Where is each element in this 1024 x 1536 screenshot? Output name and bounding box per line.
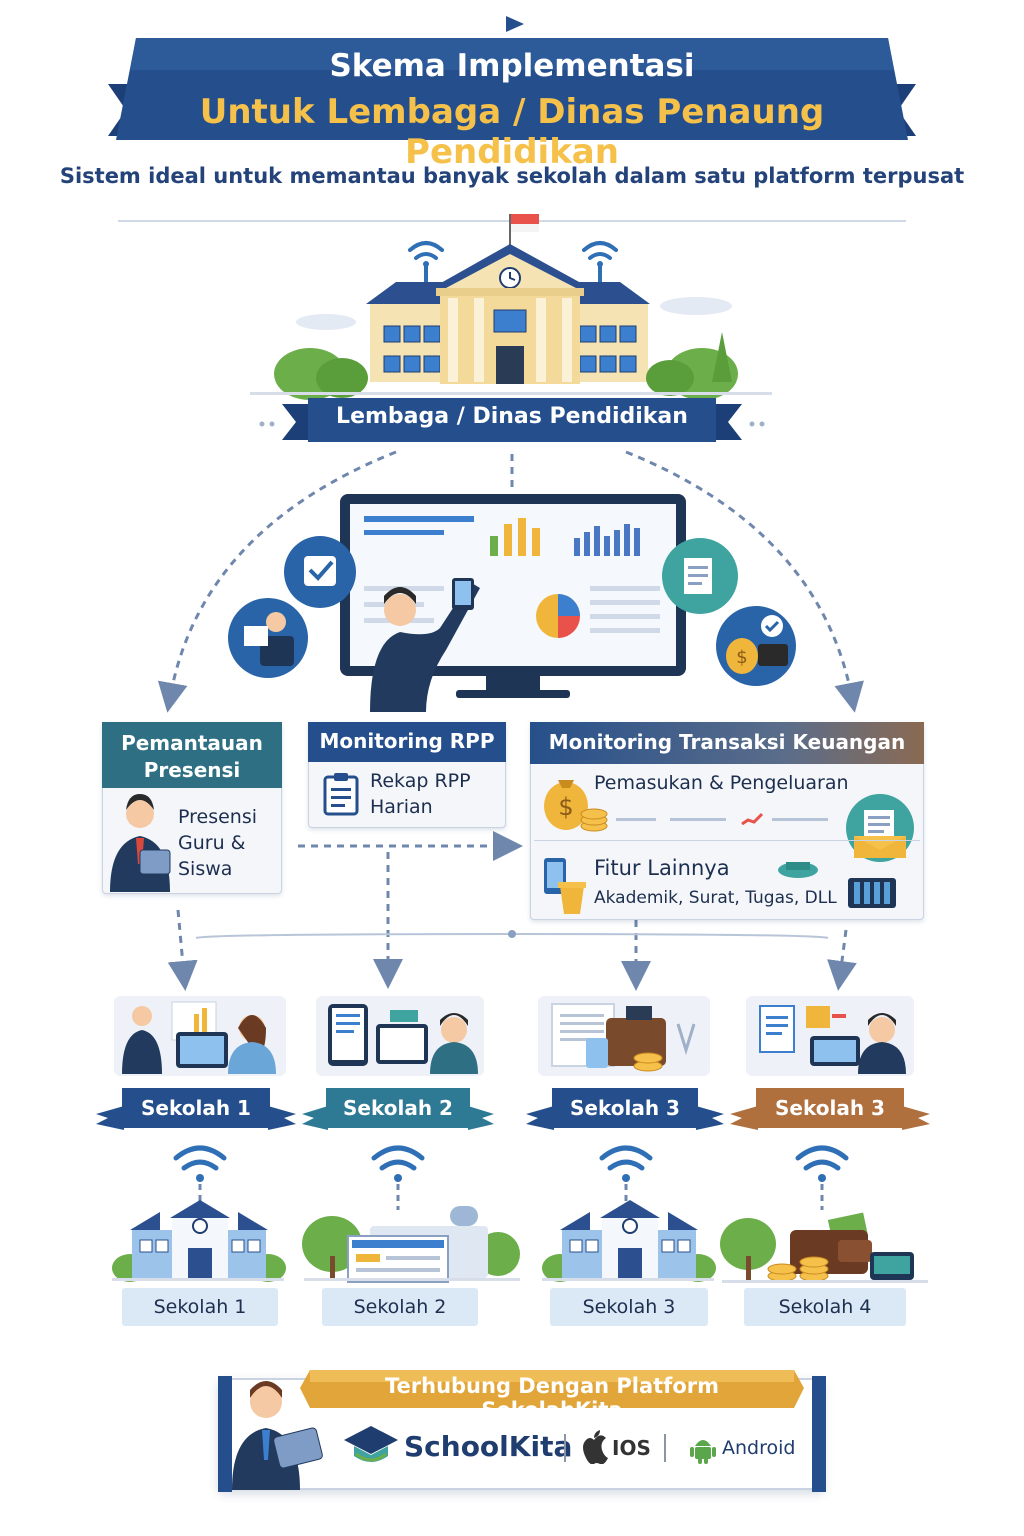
mid-school-4-label: Sekolah 3: [775, 1096, 885, 1120]
mid-school-1-ribbon: [96, 1088, 296, 1130]
bottom-school-3-building-icon: [542, 1200, 716, 1282]
footer-separator-2: [664, 1434, 666, 1462]
presensi-body: Presensi Guru & Siswa: [178, 804, 278, 882]
mid-school-2-label: Sekolah 2: [343, 1096, 453, 1120]
rpp-panel-header: Monitoring RPP: [308, 722, 506, 762]
connector-lines: [157, 450, 864, 991]
rpp-body-line-2: Harian: [370, 796, 433, 818]
footer-ribbon-text: Terhubung Dengan Platform SekolahKita: [384, 1374, 719, 1422]
bottom-school-2-building-icon: [302, 1206, 520, 1283]
mid-school-3-ribbon: [526, 1088, 724, 1130]
dashboard-monitor-icon: $: [228, 494, 796, 712]
top-pointer-icon: [506, 16, 524, 32]
teacher-tablet-icon: [110, 794, 171, 892]
rpp-body-line-1: Rekap RPP: [370, 770, 471, 792]
main-node-label: Lembaga / Dinas Pendidikan: [336, 404, 688, 429]
bottom-school-1-label: Sekolah 1: [122, 1288, 278, 1326]
bottom-school-2-label: Sekolah 2: [322, 1288, 478, 1326]
clipboard-icon: [323, 773, 359, 816]
education-office-building-icon: [250, 214, 772, 400]
keuangan-divider: [534, 840, 920, 841]
title-line-2: Untuk Lembaga / Dinas Penaung Pendidikan: [199, 92, 825, 172]
footer-right-accent: [812, 1376, 826, 1492]
svg-text:$: $: [558, 793, 573, 821]
presensi-body-line-2: Guru &: [178, 832, 246, 854]
mid-school-4-illustration: [746, 996, 914, 1076]
mid-school-1-label: Sekolah 1: [141, 1096, 251, 1120]
mid-school-4-ribbon: [730, 1088, 930, 1130]
wifi-signal-row: [173, 1145, 849, 1210]
files-box-icon: [778, 862, 896, 908]
money-bag-coins-icon: $: [544, 780, 608, 832]
footer-left-accent: [218, 1376, 232, 1492]
apple-icon: [583, 1430, 608, 1464]
keuangan-row1-label: Pemasukan & Pengeluaran: [594, 772, 849, 794]
presenter-avatar: [232, 1381, 323, 1490]
footer-separator-1: [564, 1434, 566, 1462]
presensi-title-line-1: Pemantauan: [121, 731, 263, 755]
presensi-body-line-1: Presensi: [178, 806, 258, 828]
document-envelope-icon: [846, 794, 914, 862]
bottom-school-4-label: Sekolah 4: [744, 1288, 906, 1326]
bottom-school-3-label: Sekolah 3: [550, 1288, 708, 1326]
presensi-panel-header: Pemantauan Presensi: [102, 722, 282, 788]
mid-school-2-ribbon: [302, 1088, 494, 1130]
bottom-school-4-finance-icon: [720, 1212, 928, 1283]
android-label: Android: [722, 1437, 796, 1459]
footer-ribbon: [300, 1370, 804, 1408]
phone-cup-icon: [544, 858, 586, 914]
rpp-body: Rekap RPP Harian: [370, 768, 500, 820]
mid-school-3-label: Sekolah 3: [570, 1096, 680, 1120]
title-line-1: Skema Implementasi: [329, 48, 695, 84]
subtitle: Sistem ideal untuk memantau banyak sekol…: [59, 164, 965, 188]
mid-school-1-illustration: [114, 996, 286, 1076]
schoolkita-logo-icon: [344, 1426, 398, 1462]
ledger-lines-icon: [616, 812, 828, 826]
presensi-title-line-2: Presensi: [143, 758, 241, 782]
svg-text:$: $: [736, 647, 747, 668]
mid-school-2-illustration: [316, 996, 484, 1076]
android-icon: [690, 1440, 716, 1464]
title-banner: [108, 38, 916, 140]
brand-name: SchoolKita: [404, 1430, 573, 1463]
ios-label: IOS: [612, 1436, 651, 1460]
main-node-ribbon: [259, 398, 765, 442]
keuangan-panel-header: Monitoring Transaksi Keuangan: [530, 722, 924, 764]
presensi-body-line-3: Siswa: [178, 858, 233, 880]
keuangan-row2-subtitle: Akademik, Surat, Tugas, DLL: [594, 888, 837, 908]
bottom-school-1-building-icon: [112, 1200, 286, 1282]
mid-school-3-illustration: [538, 996, 710, 1076]
keuangan-row2-title: Fitur Lainnya: [594, 856, 730, 880]
